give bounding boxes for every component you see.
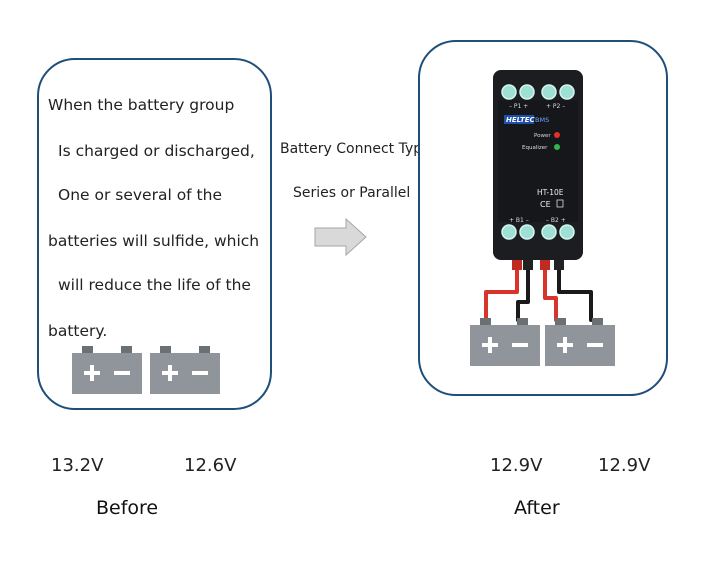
description-line: One or several of the: [58, 186, 222, 204]
battery-icon: [72, 346, 142, 394]
battery-icon: [470, 318, 540, 366]
top-port-label: + P2 –: [546, 103, 565, 110]
description-line: battery.: [48, 322, 108, 340]
voltage-reading: 12.6V: [184, 455, 237, 476]
ce-mark: CE: [540, 200, 551, 209]
battery-icon: [545, 318, 615, 366]
after-caption: After: [514, 497, 560, 519]
description-line: batteries will sulfide, which: [48, 232, 260, 250]
bottom-port-label: – B2 +: [546, 217, 566, 224]
description-line: will reduce the life of the: [58, 276, 251, 294]
brand-logo: HELTEC: [506, 116, 535, 124]
equalizer-device: – P1 + + P2 – HELTEC BMS Power Equalizer…: [484, 70, 593, 322]
description-line: Is charged or discharged,: [58, 142, 255, 160]
before-caption: Before: [96, 497, 159, 519]
connect-type-label: Battery Connect Type: [280, 141, 431, 157]
before-panel: When the battery group Is charged or dis…: [37, 58, 272, 410]
arrow-right-icon: [314, 217, 367, 257]
description-line: When the battery group: [48, 96, 235, 114]
brand-suffix: BMS: [535, 116, 549, 124]
model-label: HT-10E: [537, 188, 564, 197]
bottom-port-label: + B1 –: [509, 217, 529, 224]
voltage-reading: 12.9V: [598, 455, 651, 476]
battery-icon: [150, 346, 220, 394]
voltage-reading: 13.2V: [51, 455, 104, 476]
equalizer-label: Equalizer: [522, 145, 548, 151]
voltage-reading: 12.9V: [490, 455, 543, 476]
power-label: Power: [534, 133, 551, 139]
series-parallel-label: Series or Parallel: [293, 185, 411, 201]
top-port-label: – P1 +: [509, 103, 528, 110]
